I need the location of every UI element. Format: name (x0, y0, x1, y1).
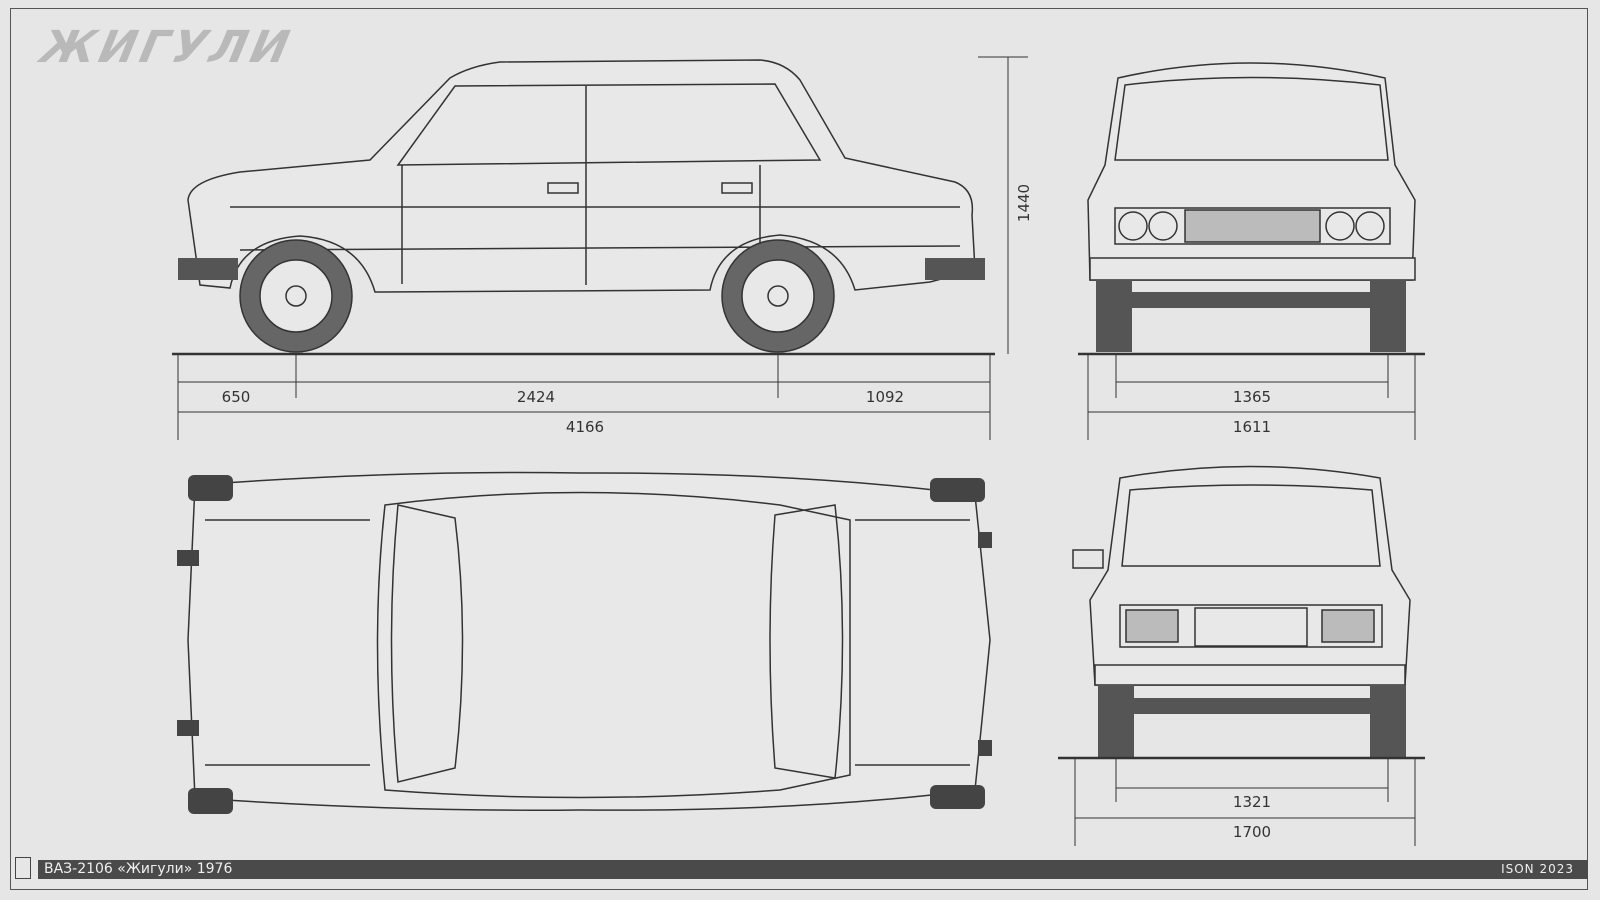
dim-height: 1440 (1015, 183, 1034, 223)
dim-rear-overhang: 1092 (865, 388, 905, 406)
side-view (172, 56, 1028, 440)
dim-wheelbase: 2424 (516, 388, 556, 406)
dim-width-front: 1611 (1232, 418, 1272, 436)
dim-front-track: 1365 (1232, 388, 1272, 406)
drawing-frame (10, 8, 1588, 890)
footer-credit: ISON 2023 (1501, 862, 1574, 876)
dim-front-overhang: 650 (221, 388, 251, 406)
dim-width-rear: 1700 (1232, 823, 1272, 841)
top-view (177, 471, 992, 814)
lada-brand-icon (15, 857, 31, 879)
footer-title: ВАЗ-2106 «Жигули» 1976 (44, 861, 233, 877)
rear-view (1058, 465, 1425, 846)
front-view (1078, 62, 1425, 440)
dim-length: 4166 (565, 418, 605, 436)
dim-rear-track: 1321 (1232, 793, 1272, 811)
footer-bar: ВАЗ-2106 «Жигули» 1976 ISON 2023 (38, 860, 1588, 879)
